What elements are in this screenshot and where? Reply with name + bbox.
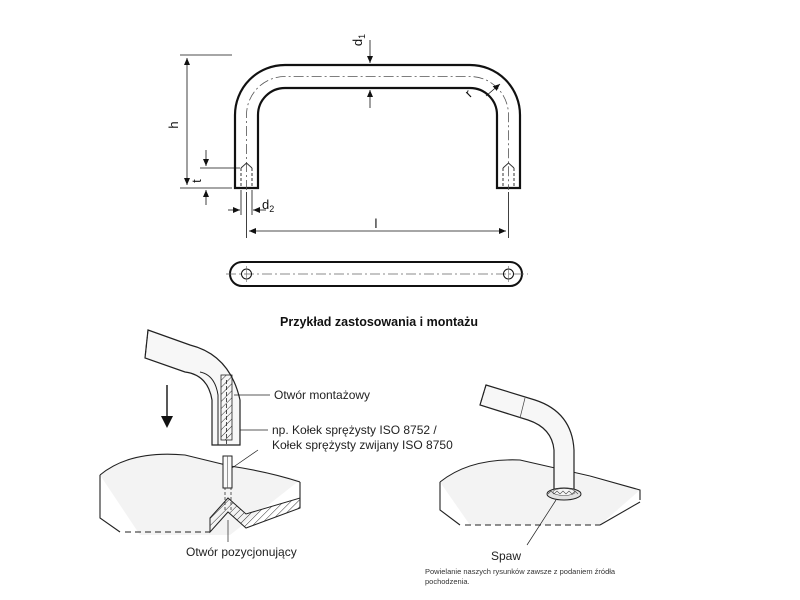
label-l: l	[375, 216, 378, 231]
dimension-t: t	[189, 150, 240, 205]
dimension-h: h	[166, 54, 232, 189]
insertion-arrow	[161, 385, 173, 428]
dimension-l: l	[246, 192, 509, 238]
label-h: h	[166, 121, 181, 128]
label-t: t	[189, 179, 204, 183]
callout-positioning-hole: Otwór pozycjonujący	[186, 545, 297, 559]
spring-pin	[222, 455, 233, 489]
label-d1: d1	[350, 34, 367, 46]
pin-mount-illustration	[99, 329, 301, 542]
left-hole-hidden	[240, 162, 253, 188]
handle-top-view	[226, 261, 528, 287]
section-heading: Przykład zastosowania i montażu	[280, 315, 478, 329]
dimension-d2: d2	[228, 190, 274, 215]
weld-bead	[546, 487, 582, 501]
handle-leg-section	[144, 329, 241, 446]
dimension-r: r	[462, 83, 501, 100]
callout-mounting-hole: Otwór montażowy	[274, 388, 370, 402]
callout-pin-line2: Kołek sprężysty zwijany ISO 8750	[272, 438, 453, 452]
handle-front-view	[233, 63, 522, 190]
dimension-d1: d1	[350, 34, 373, 108]
callout-pin-line1: np. Kołek sprężysty ISO 8752 /	[272, 423, 437, 437]
copyright-note-line2: pochodzenia.	[425, 577, 470, 586]
copyright-note-line1: Powielanie naszych rysunków zawsze z pod…	[425, 567, 616, 576]
right-hole-hidden	[502, 162, 515, 188]
weld-mount-illustration	[439, 384, 641, 546]
callout-weld: Spaw	[491, 549, 521, 563]
label-d2: d2	[262, 197, 274, 214]
